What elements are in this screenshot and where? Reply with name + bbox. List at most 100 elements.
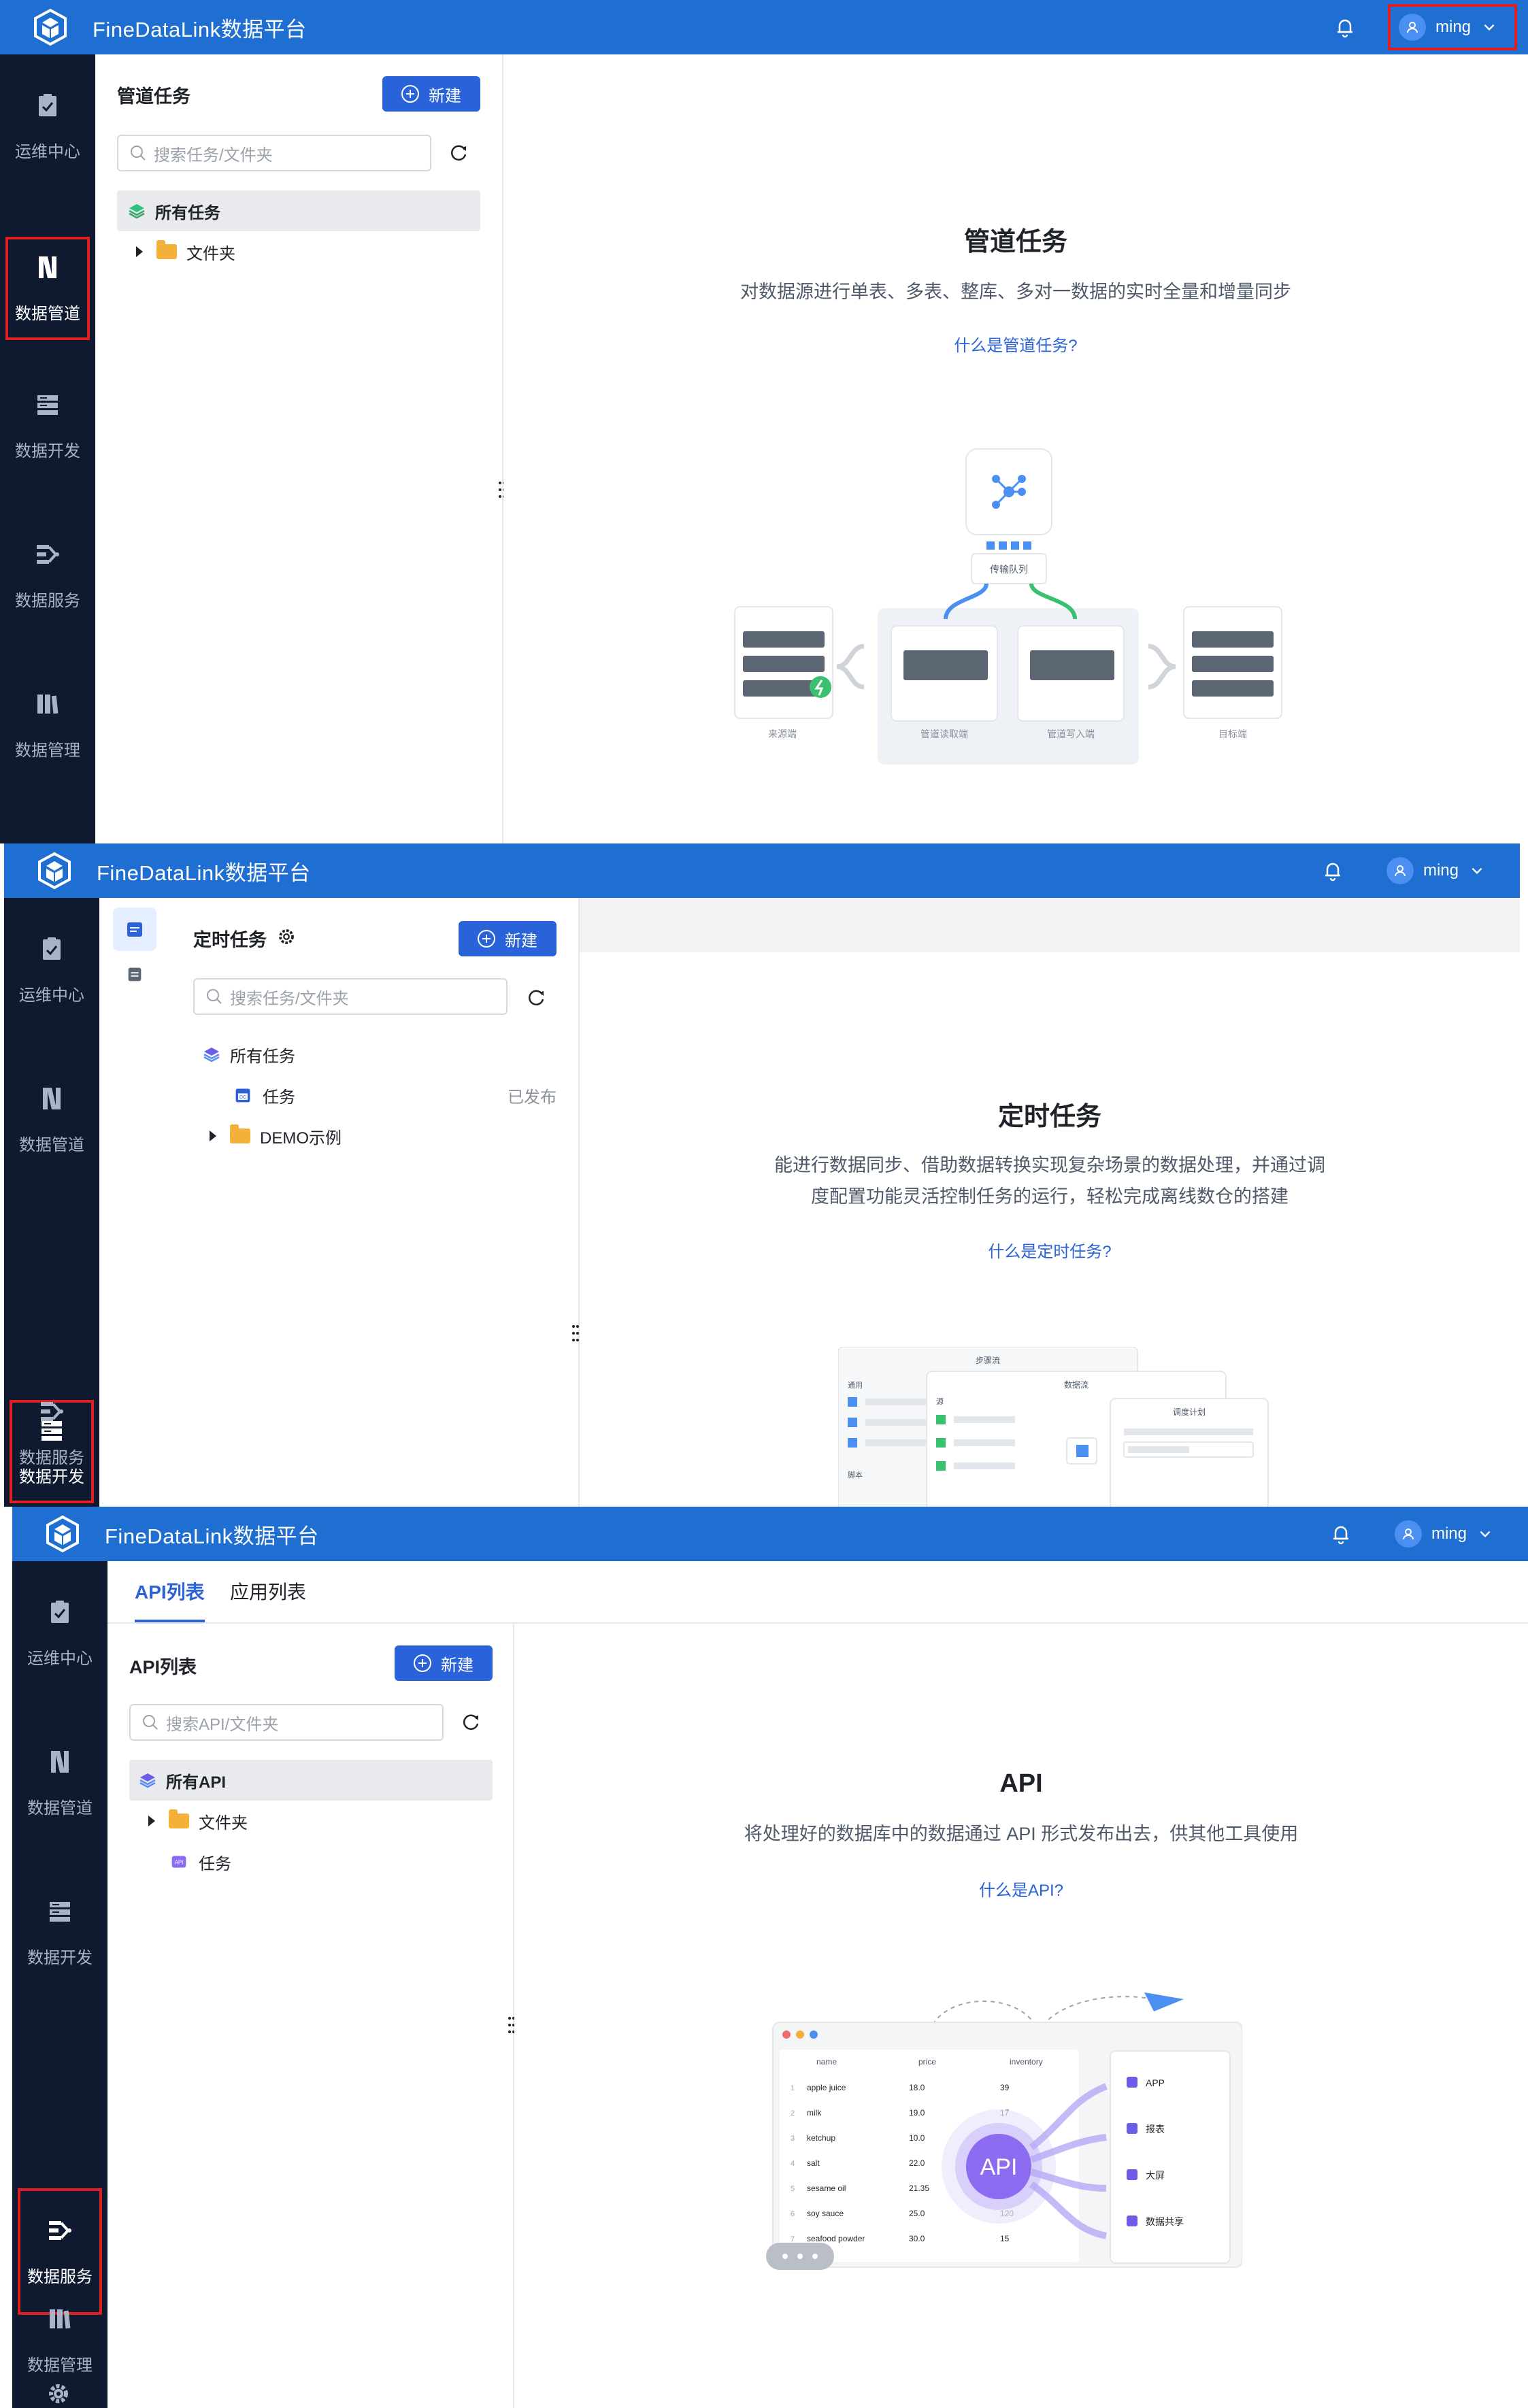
panel-scheduled: FineDataLink数据平台 ming 运维中心 数据管道 数据开发 数据服… (4, 843, 1520, 1507)
mini-rail (99, 898, 171, 1507)
nav-service[interactable]: 数据服务 (10, 1381, 94, 1484)
nav-manage[interactable]: 数据管理 (18, 2275, 102, 2405)
nav-manage[interactable]: 数据管理 (5, 673, 90, 777)
nav-ops[interactable]: 运维中心 (5, 75, 90, 178)
notification-bell-icon[interactable] (1321, 859, 1344, 882)
new-button[interactable]: 新建 (395, 1645, 493, 1681)
layers-icon (128, 202, 146, 220)
tree-item-demo-folder[interactable]: DEMO示例 (210, 1116, 550, 1156)
content-header-strip (580, 898, 1520, 952)
tree-item-all-apis[interactable]: 所有API (129, 1760, 493, 1801)
table-cell: milk (807, 2108, 822, 2118)
new-button[interactable]: 新建 (459, 921, 557, 956)
refresh-icon[interactable] (460, 1711, 482, 1733)
notification-bell-icon[interactable] (1329, 1522, 1352, 1545)
panel-api: FineDataLink数据平台 ming 运维中心 数据管道 数据开发 数据服… (12, 1507, 1528, 2408)
refresh-icon[interactable] (525, 986, 547, 1008)
tree-item-task[interactable]: DC 任务 已发布 (234, 1075, 557, 1116)
rail-realtime-button[interactable] (113, 954, 156, 994)
nav-ops[interactable]: 运维中心 (10, 918, 94, 1022)
tree-item-folder[interactable]: 文件夹 (148, 1801, 488, 1841)
app-title: FineDataLink数据平台 (93, 17, 307, 41)
user-menu[interactable]: ming (1378, 850, 1493, 891)
target-icon (1127, 2123, 1137, 2134)
row-number: 3 (791, 2135, 795, 2143)
calendar-task-icon (127, 922, 142, 937)
intro-heading: API (999, 1769, 1043, 1798)
tab-api-list[interactable]: API列表 (135, 1577, 205, 1622)
rail-scheduled-button[interactable] (113, 907, 156, 951)
table-header-cell: price (918, 2057, 936, 2067)
search-input[interactable]: 搜索任务/文件夹 (193, 978, 508, 1015)
tree-item-all-tasks[interactable]: 所有任务 (117, 190, 480, 231)
table-cell: 22.0 (909, 2158, 925, 2168)
nav-label: 运维中心 (27, 1649, 93, 1668)
search-placeholder: 搜索任务/文件夹 (230, 989, 349, 1008)
nav-dev[interactable]: 数据开发 (10, 1400, 94, 1503)
intro-help-link[interactable]: 什么是API? (978, 1882, 1064, 1900)
table-cell: 30.0 (909, 2234, 925, 2243)
nav-pipeline[interactable]: 数据管道 (10, 1068, 94, 1171)
tree-item-all-tasks[interactable]: 所有任务 (193, 1034, 557, 1075)
settings-gear-icon[interactable] (276, 926, 297, 947)
intro-help-link[interactable]: 什么是定时任务? (988, 1243, 1112, 1261)
nav-dev[interactable]: 数据开发 (5, 374, 90, 478)
svg-text:API: API (175, 1859, 184, 1865)
search-input[interactable]: 搜索API/文件夹 (129, 1704, 444, 1741)
user-menu[interactable]: ming (1388, 4, 1517, 50)
caret-right-icon[interactable] (148, 1816, 155, 1826)
layers-icon (203, 1046, 220, 1063)
table-cell: soy sauce (807, 2209, 844, 2218)
app-logo-icon[interactable] (31, 8, 69, 46)
tree-label: 文件夹 (186, 244, 235, 263)
chevron-down-icon (1478, 1526, 1493, 1541)
tab-app-list[interactable]: 应用列表 (230, 1582, 307, 1603)
table-cell: seafood powder (807, 2234, 865, 2243)
api-task-icon: API (171, 1856, 186, 1868)
plus-circle-icon (401, 85, 419, 103)
nav-pipeline[interactable]: 数据管道 (5, 237, 90, 340)
nav-ops[interactable]: 运维中心 (18, 1582, 102, 1685)
tree-item-folder[interactable]: 文件夹 (136, 231, 476, 272)
app-logo-icon[interactable] (44, 1515, 82, 1553)
refresh-icon[interactable] (448, 141, 469, 163)
nav-label: 数据管理 (27, 2356, 93, 2375)
service-icon (46, 2217, 73, 2244)
service-icon (38, 1398, 65, 1425)
search-input[interactable]: 搜索任务/文件夹 (117, 135, 431, 171)
notification-bell-icon[interactable] (1333, 16, 1357, 39)
table-header-cell: name (816, 2057, 837, 2067)
chevron-down-icon (1482, 20, 1497, 35)
search-icon (129, 144, 147, 162)
clipboard-check-icon (34, 92, 61, 119)
resize-handle-icon[interactable] (571, 1324, 580, 1343)
app-logo-icon[interactable] (35, 852, 73, 890)
nav-dev[interactable]: 数据开发 (18, 1881, 102, 1984)
library-icon (46, 2305, 73, 2332)
nav-service[interactable]: 数据服务 (5, 524, 90, 627)
intro-help-link[interactable]: 什么是管道任务? (954, 337, 1078, 355)
plus-circle-icon (478, 930, 495, 948)
tree-label: 所有任务 (155, 203, 220, 222)
folder-icon (169, 1809, 189, 1828)
write-label: 管道写入端 (1047, 729, 1095, 739)
pane-title: 定时任务 (193, 930, 267, 950)
avatar (1394, 1520, 1422, 1548)
user-menu[interactable]: ming (1386, 1514, 1501, 1554)
tree-item-task[interactable]: API 任务 (170, 1841, 483, 1882)
search-icon (142, 1713, 159, 1731)
caret-right-icon[interactable] (210, 1131, 216, 1141)
table-cell: sesame oil (807, 2184, 846, 2193)
step-label: 步骤流 (976, 1356, 1000, 1365)
new-button[interactable]: 新建 (382, 76, 480, 112)
layers-icon (139, 1771, 156, 1789)
nav-label: 数据管道 (27, 1799, 93, 1818)
tree-label: 所有API (166, 1773, 227, 1792)
caret-right-icon[interactable] (136, 246, 143, 257)
user-name: ming (1423, 861, 1459, 880)
pipeline-illustration: 传输队列 来源端 管道读取端 管道写入端 目标端 (734, 448, 1282, 765)
nav-pipeline[interactable]: 数据管道 (18, 1731, 102, 1835)
